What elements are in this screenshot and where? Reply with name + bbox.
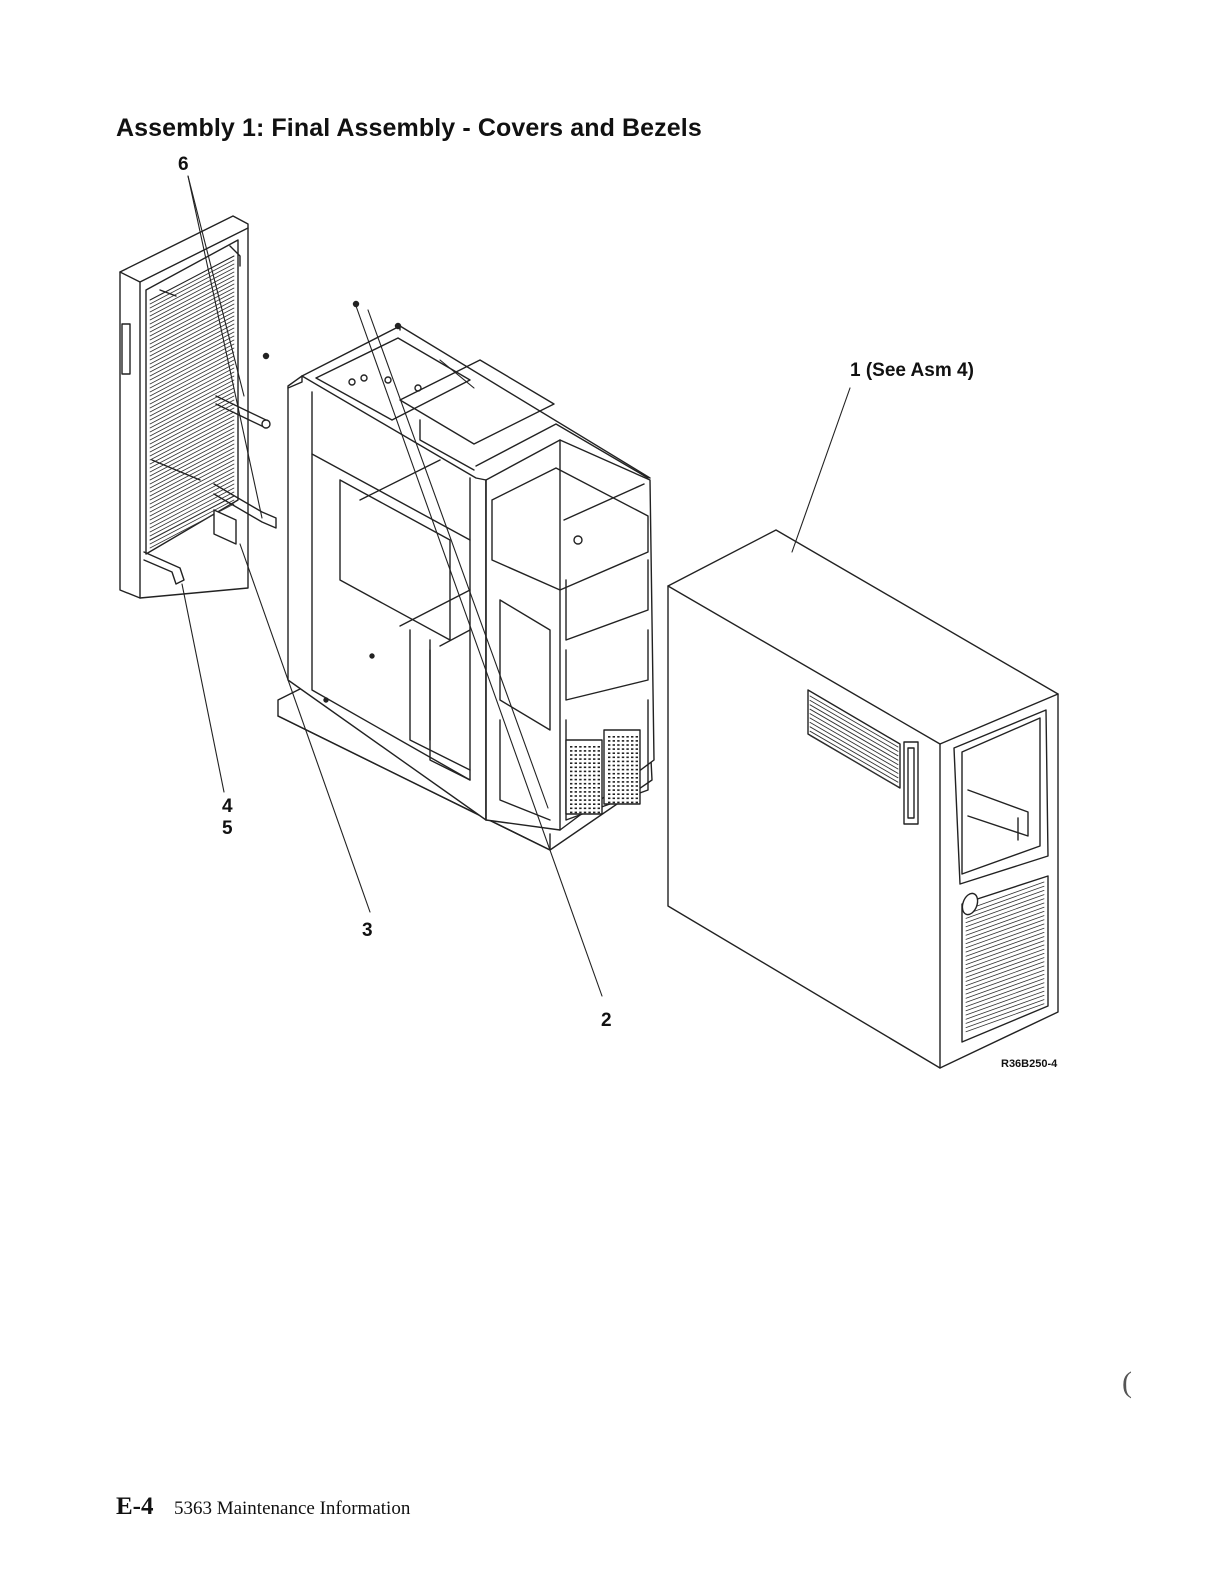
leader-1 [792, 388, 850, 552]
front-bezel [120, 216, 276, 598]
leader-2c [440, 360, 474, 388]
callout-6: 6 [178, 154, 189, 176]
figure-id: R36B250-4 [1001, 1058, 1057, 1070]
margin-mark: ( [1122, 1366, 1132, 1400]
callout-1: 1 (See Asm 4) [850, 360, 974, 382]
callout-2: 2 [601, 1010, 612, 1032]
side-cover [668, 530, 1058, 1068]
leader-45 [182, 584, 224, 792]
callout-3: 3 [362, 920, 373, 942]
page-footer: E-4 5363 Maintenance Information [116, 1493, 410, 1521]
document-title: 5363 Maintenance Information [174, 1498, 410, 1519]
system-unit-chassis [264, 302, 655, 851]
page-number: E-4 [116, 1493, 154, 1520]
callout-5: 5 [222, 818, 233, 840]
callout-4: 4 [222, 796, 233, 818]
